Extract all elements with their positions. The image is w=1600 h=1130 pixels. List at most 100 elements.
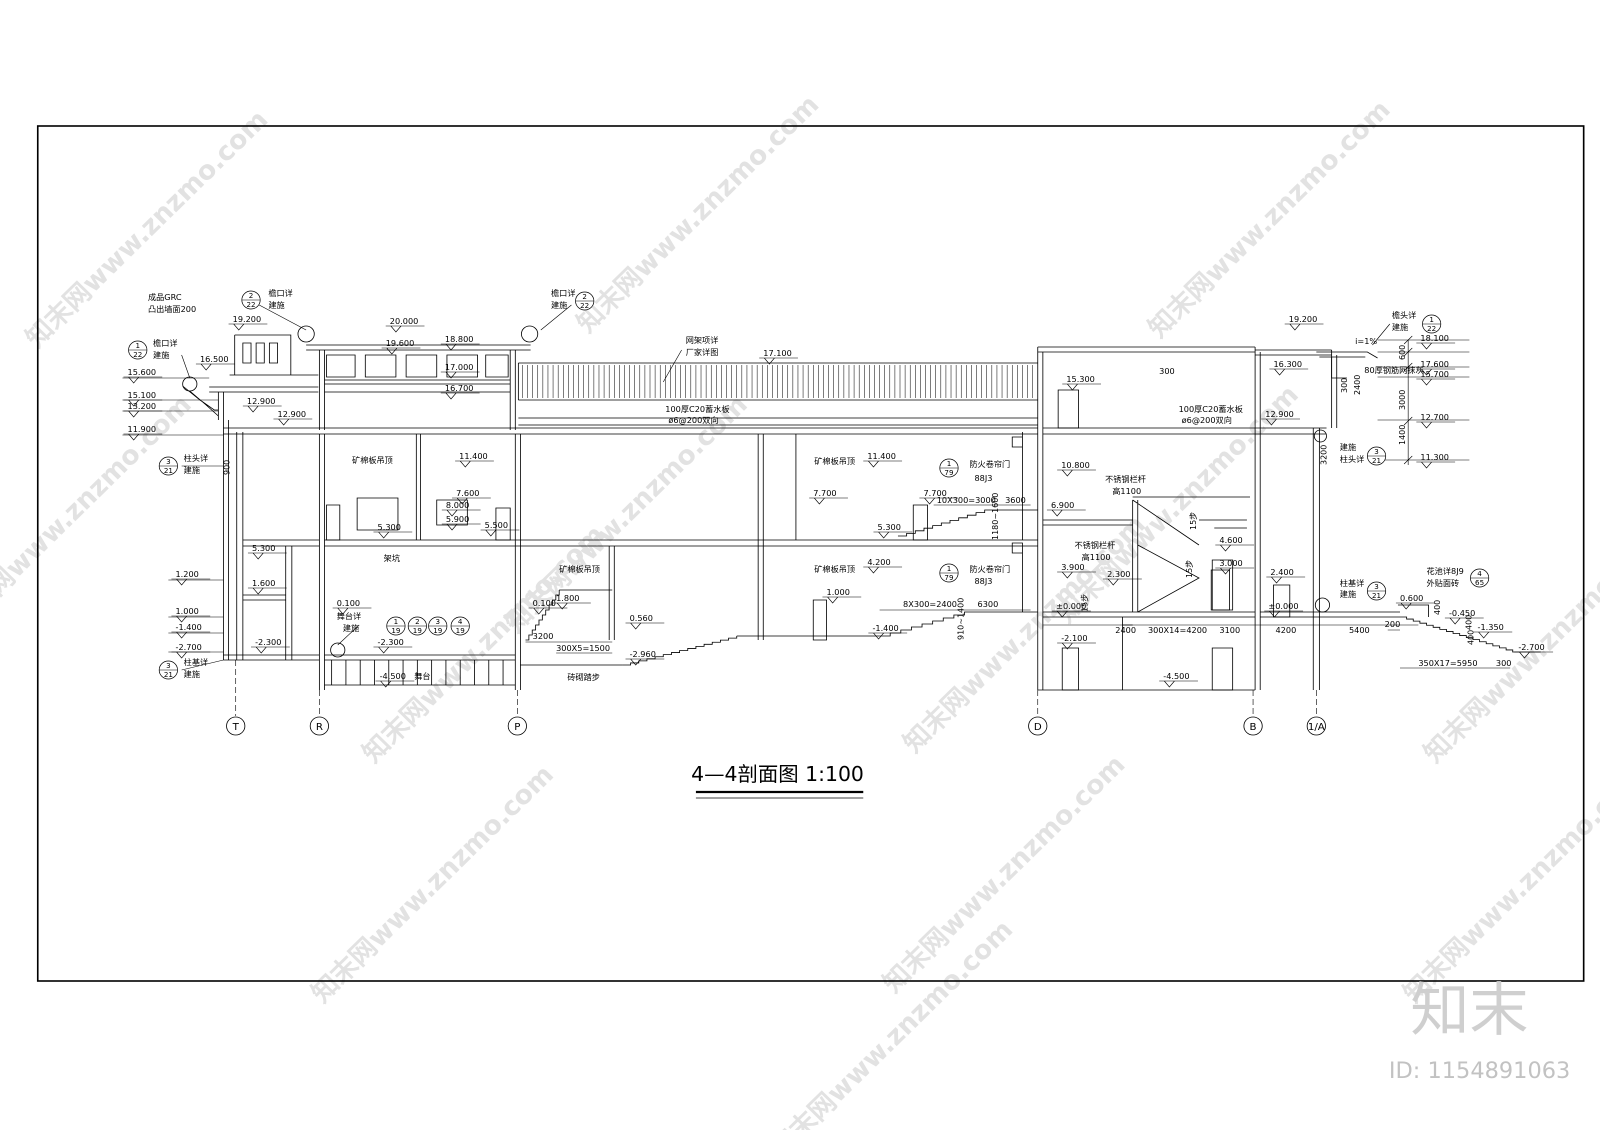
dimension-label: 3200 (1318, 445, 1328, 465)
elevation-label: 7.700 (923, 488, 946, 498)
elevation-label: 5.300 (878, 522, 901, 532)
detail-number: 2 (582, 292, 587, 301)
elevation-marker (1052, 610, 1091, 618)
annotation-note: 凸出墙面200 (148, 304, 196, 314)
dimension-label: 2400 (1352, 375, 1362, 395)
annotation-note: 建施 (1340, 442, 1356, 452)
detail-number: 4 (1477, 569, 1482, 578)
detail-sheet: 22 (133, 350, 142, 359)
elevation-label: 18.100 (1420, 333, 1449, 343)
elevation-marker (171, 615, 211, 623)
elevation-label: 12.700 (1420, 412, 1449, 422)
annotation-note: 舞台 (414, 671, 430, 681)
axis-circle (226, 716, 246, 736)
detail-sheet: 19 (456, 626, 465, 635)
detail-number: 3 (1374, 582, 1379, 591)
column-base-mark (1314, 597, 1331, 613)
dimension-label: 300 (1339, 378, 1349, 393)
axis-label: D (1034, 722, 1042, 733)
elevation-marker (247, 552, 287, 560)
grid-axis-bubble: B (1243, 716, 1263, 736)
detail-number: 2 (415, 617, 420, 626)
annotation-note: 柱基详 (184, 657, 208, 667)
elevation-label: -1.400 (872, 623, 898, 633)
orchestra-pit-slats (331, 660, 504, 685)
detail-number: 1 (135, 341, 140, 350)
drawing-title: 4—4剖面图 1:100 (691, 762, 864, 786)
annotation-note: 88J3 (974, 473, 992, 483)
building-section (122, 304, 1541, 716)
elevation-label: 12.900 (278, 409, 307, 419)
detail-reference: 222 (241, 290, 261, 310)
elevation-label: 2.300 (1107, 569, 1130, 579)
detail-reference: 179 (939, 563, 959, 583)
elevation-label: -2.700 (176, 642, 202, 652)
elevation-marker (123, 433, 163, 441)
detail-sheet: 22 (246, 300, 255, 309)
detail-sheet: 21 (164, 466, 173, 475)
axis-label: P (514, 722, 520, 733)
annotation-note: ø6@200双向 (668, 415, 718, 425)
elevation-label: 3.000 (1219, 558, 1242, 568)
seating-steps (622, 636, 738, 666)
elevation-label: 17.000 (445, 362, 474, 372)
annotation-note: 建施 (343, 623, 359, 633)
detail-reference: 122 (1422, 314, 1442, 334)
elevation-marker (228, 323, 268, 331)
annotation-note: i=1% (1355, 336, 1377, 346)
elevation-label: 1.200 (176, 569, 199, 579)
cornice-ornament-left (297, 325, 315, 343)
elevation-label: 19.200 (1289, 314, 1318, 324)
annotation-note: 花池详8J9 (1427, 566, 1464, 576)
grid-axis-lines (235, 660, 1317, 716)
elevation-marker (552, 602, 591, 610)
annotation-note: 建施 (268, 300, 284, 310)
detail-sheet: 19 (413, 626, 422, 635)
detail-number: 3 (166, 661, 171, 670)
elevation-label: -1.400 (176, 622, 202, 632)
elevation-marker (171, 631, 211, 639)
annotation-note: 柱头详 (1340, 454, 1364, 464)
elevation-marker (171, 578, 211, 586)
elevation-marker (1057, 642, 1096, 650)
elevation-label: 7.700 (813, 488, 836, 498)
roof-truss-outline (517, 362, 1038, 426)
annotation-note: 砖砌踏步 (567, 672, 600, 682)
elevation-marker (373, 646, 413, 654)
annotation-note: 矿棉板吊顶 (814, 564, 855, 574)
detail-number: 2 (249, 291, 254, 300)
elevation-marker (455, 460, 494, 468)
annotation-note: 檐口详 (153, 338, 177, 348)
detail-sheet: 65 (1475, 578, 1484, 587)
elevation-label: 2.400 (1270, 567, 1293, 577)
drawing-frame (36, 125, 1585, 982)
annotation-note: 矿棉板吊顶 (352, 455, 393, 465)
elevation-marker (625, 658, 665, 666)
elevation-label: 4.200 (867, 557, 890, 567)
dimension-label: 1400 (1397, 425, 1407, 445)
grid-axis-bubble: T (226, 716, 246, 736)
elevation-label: -2.960 (630, 649, 656, 659)
elevation-marker (332, 607, 372, 615)
elevation-label: 0.100 (533, 598, 556, 608)
elevation-marker (822, 596, 862, 604)
dimension-label: 300 (1496, 658, 1512, 668)
dimension-label: 3100 (1219, 625, 1240, 635)
elevation-label: 1.800 (556, 593, 579, 603)
right-columns (1312, 428, 1320, 690)
elevation-label: 17.600 (1420, 359, 1449, 369)
left-gutter (182, 385, 219, 417)
elevation-marker (381, 347, 421, 355)
annotation-note: 矿棉板吊顶 (814, 456, 855, 466)
elevation-label: 1.000 (827, 587, 850, 597)
detail-reference: 179 (939, 458, 959, 478)
fire-shutters (1011, 432, 1023, 612)
grid-axis-bubble: 1/A (1306, 716, 1326, 736)
annotation-note: 成品GRC (148, 292, 182, 302)
detail-sheet: 79 (944, 573, 953, 582)
upper-stair (897, 509, 1038, 537)
detail-reference: 321 (1366, 446, 1387, 466)
elevation-label: -1.350 (1478, 622, 1504, 632)
elevation-label: 7.600 (456, 488, 479, 498)
